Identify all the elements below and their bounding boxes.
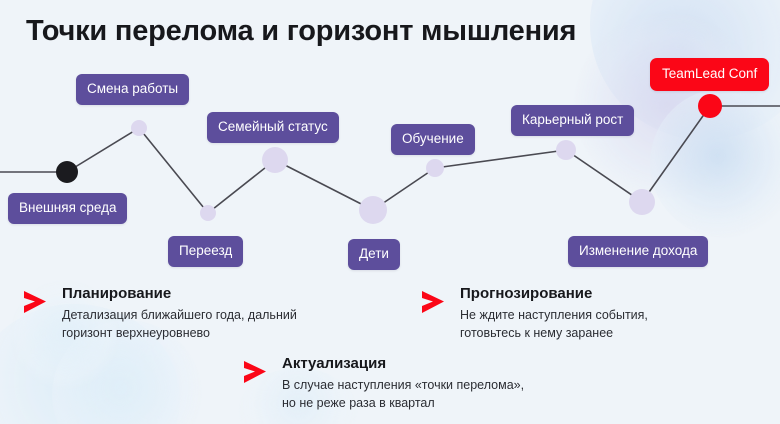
timeline-node-dot [359,196,387,224]
tip-text: Не ждите наступления события, готовьтесь… [460,308,648,340]
timeline-node-dots [56,94,722,224]
timeline-node-label: TeamLead Conf [650,58,770,91]
tip-text: Детализация ближайшего года, дальний гор… [62,308,297,340]
tip-text: В случае наступления «точки перелома», н… [282,378,525,410]
tip-planning: Планирование Детализация ближайшего года… [22,285,297,343]
timeline-node-dot [698,94,722,118]
timeline-node-dot [131,120,147,136]
timeline-node-dot [200,205,216,221]
timeline-node-dot [556,140,576,160]
timeline-node-dot [426,159,444,177]
timeline-node-label: Смена работы [76,74,190,105]
chevron-right-icon [244,361,266,383]
timeline-node-dot [629,189,655,215]
page-title: Точки перелома и горизонт мышления [26,15,577,47]
tip-title: Планирование [62,285,172,302]
timeline-node-label: Семейный статус [207,112,339,143]
timeline-node-label: Карьерный рост [511,105,635,136]
timeline-node-label: Дети [348,239,400,270]
tip-actualization: Актуализация В случае наступления «точки… [242,355,524,413]
timeline-node-label: Внешняя среда [8,193,128,224]
timeline-node-label: Изменение дохода [568,236,709,267]
tip-forecasting: Прогнозирование Не ждите наступления соб… [420,285,648,343]
chevron-right-icon [422,291,444,313]
tip-title: Актуализация [282,355,387,372]
timeline-node-label: Переезд [168,236,244,267]
tip-title: Прогнозирование [460,285,593,302]
chevron-right-icon [24,291,46,313]
timeline-node-dot [262,147,288,173]
timeline-chart-svg [0,94,780,224]
timeline-node-label: Обучение [391,124,475,155]
timeline-node-dot [56,161,78,183]
